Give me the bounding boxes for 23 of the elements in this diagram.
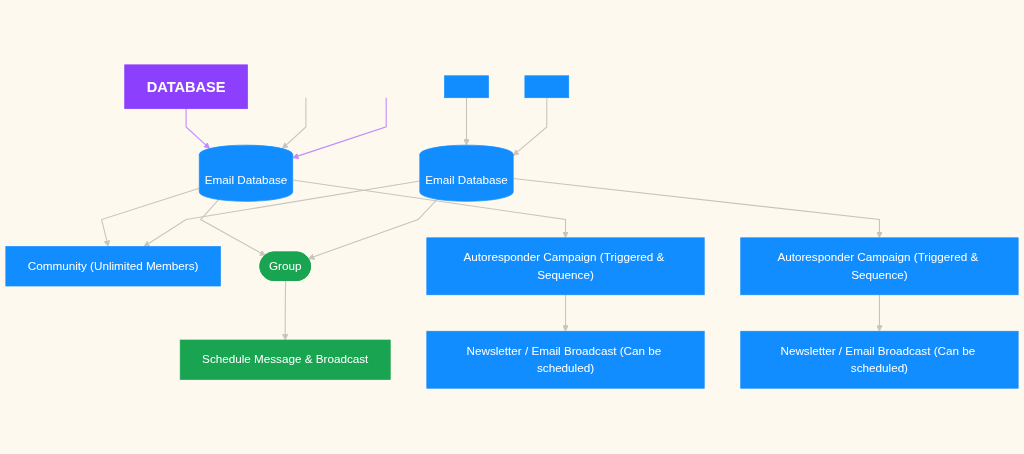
arrow — [143, 180, 421, 248]
arrow — [199, 199, 266, 257]
arrow — [185, 108, 210, 150]
arrow — [512, 97, 548, 157]
node-box: DATABASE — [124, 64, 248, 110]
arrow — [292, 179, 569, 239]
arrow — [562, 294, 569, 332]
node-box: Autoresponder Campaign (Triggered & Sequence) — [426, 237, 705, 296]
arrow — [463, 97, 470, 146]
node-box: Newsletter / Email Broadcast (Can be scheduled) — [740, 331, 1019, 390]
arrow — [292, 97, 387, 160]
node-box: Autoresponder Campaign (Triggered & Sequence) — [740, 237, 1019, 296]
node-box — [524, 75, 570, 99]
node-box: Newsletter / Email Broadcast (Can be scheduled) — [426, 331, 705, 390]
arrow — [876, 294, 883, 332]
node-box — [444, 75, 489, 99]
arrow — [512, 178, 883, 239]
arrow — [282, 97, 307, 150]
arrow — [282, 280, 289, 341]
node-box: Community (Unlimited Members) — [5, 246, 221, 287]
node-box: Schedule Message & Broadcast — [179, 340, 391, 381]
arrow — [100, 188, 200, 248]
arrow — [308, 199, 438, 261]
